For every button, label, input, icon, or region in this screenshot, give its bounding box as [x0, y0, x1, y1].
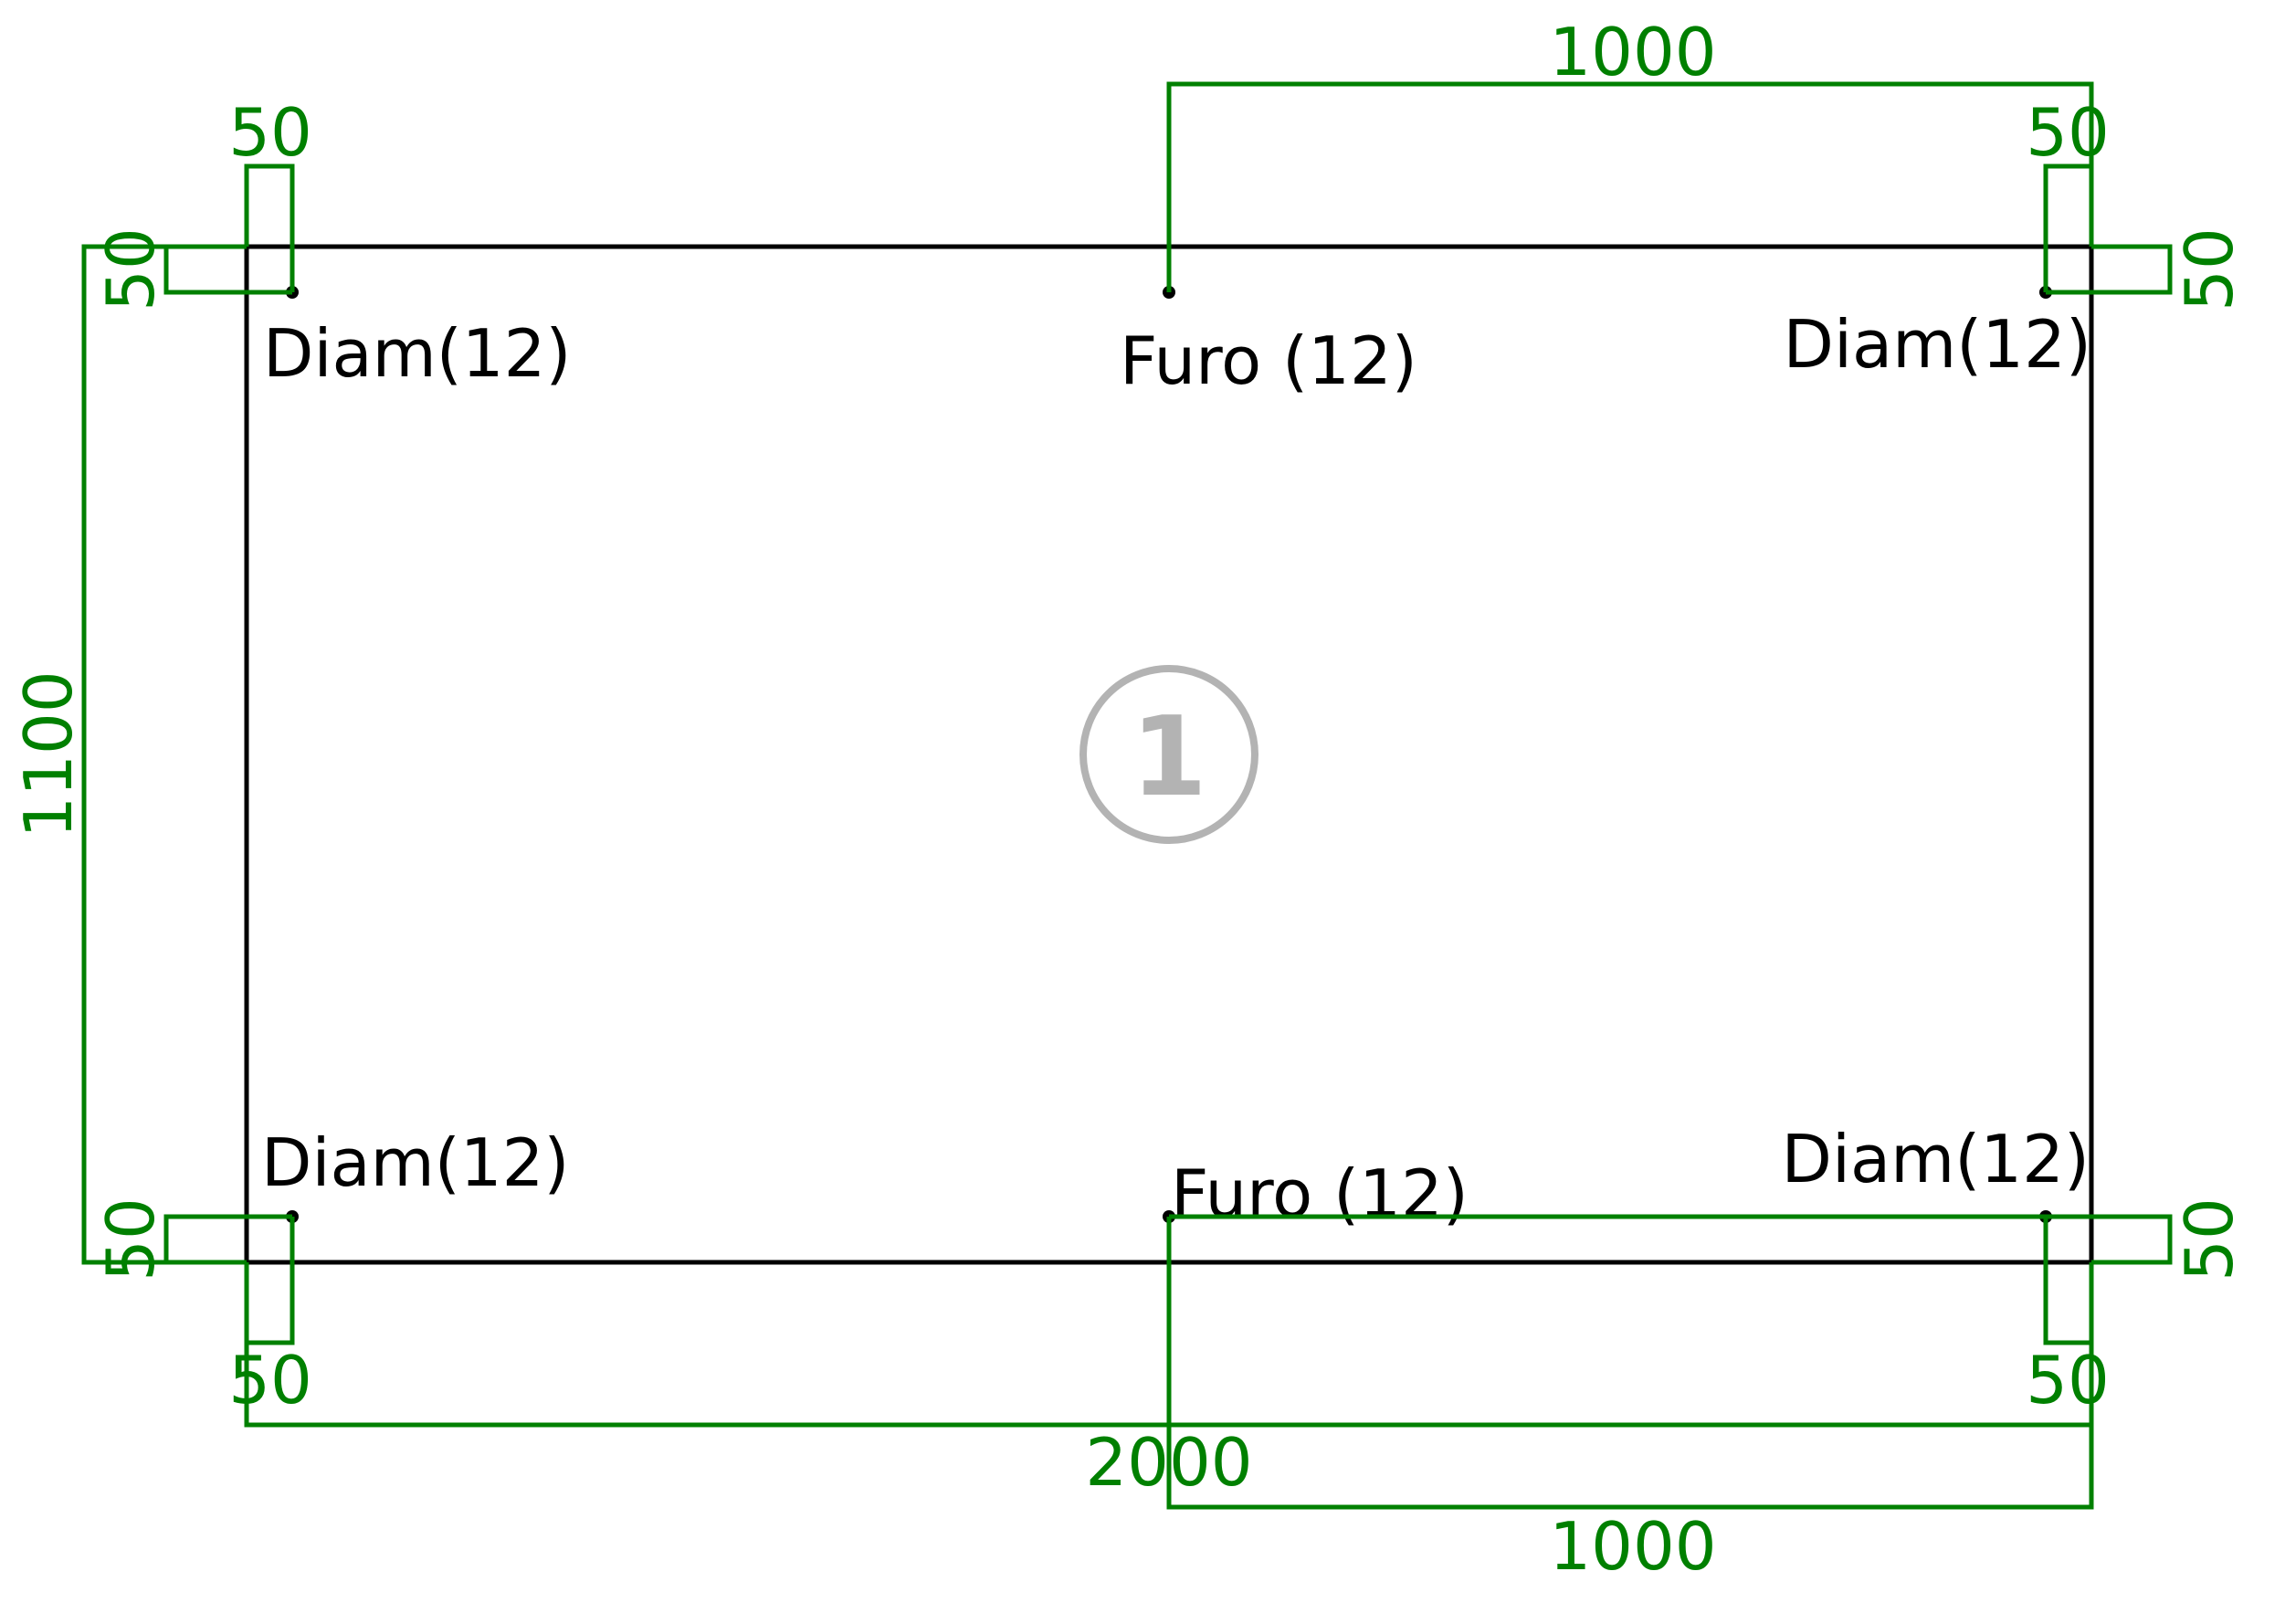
dimension-top-span-label: 1000 [1549, 14, 1716, 90]
dimension-bottom-left-x-label: 50 [228, 1342, 312, 1418]
dimension-top-left-x: 50 [228, 94, 312, 292]
dimension-top-right-x: 50 [2026, 94, 2110, 292]
part-number-label: 1 [1131, 694, 1207, 821]
dimension-left-bottom-y: 50 [92, 1197, 292, 1281]
dimension-top-span: 1000 [1166, 14, 2094, 292]
dimension-left-bottom-y-label: 50 [92, 1197, 169, 1281]
hole-label-bottom-center: Furo (12) [1171, 1155, 1469, 1232]
dimension-bottom-span-label: 1000 [1549, 1508, 1716, 1585]
hole-label-top-left: Diam(12) [263, 315, 572, 392]
dimension-overall-height: 1100 [10, 244, 247, 1265]
hole-label-bottom-right: Diam(12) [1782, 1121, 2090, 1197]
dimension-right-bottom-y-label: 50 [2171, 1197, 2248, 1281]
hole-label-top-right: Diam(12) [1784, 306, 2092, 383]
dimension-left-top-y-label: 50 [92, 227, 169, 311]
dimension-left-top-y: 50 [92, 227, 292, 311]
dimension-overall-height-label: 1100 [10, 670, 87, 838]
dimension-top-right-x-label: 50 [2026, 94, 2110, 171]
dimension-bottom-left-x: 50 [228, 1217, 312, 1418]
hole-label-top-center: Furo (12) [1120, 322, 1417, 399]
dimension-right-top-y: 50 [2046, 227, 2248, 311]
part-number-circle [1079, 665, 1258, 844]
dimension-bottom-right-x: 50 [2026, 1217, 2110, 1418]
dimension-right-bottom-y: 50 [1169, 1197, 2248, 1281]
hole-label-bottom-left: Diam(12) [261, 1124, 570, 1201]
dimension-bottom-span: 1000 [1166, 1217, 2094, 1585]
dimension-right-top-y-label: 50 [2171, 227, 2248, 311]
dimension-bottom-right-x-label: 50 [2026, 1342, 2110, 1418]
dimension-top-left-x-label: 50 [228, 94, 312, 171]
